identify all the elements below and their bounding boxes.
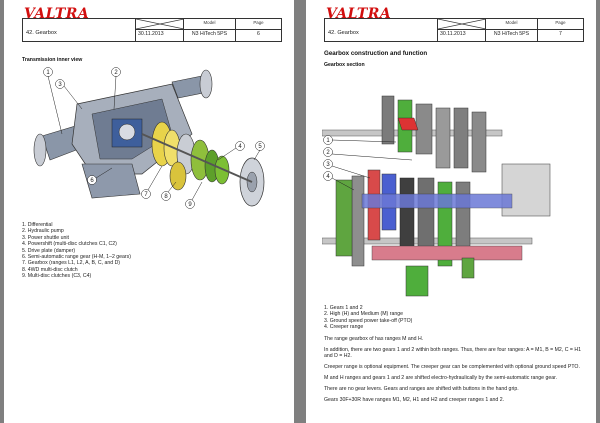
gearbox-legend: 1. Gears 1 and 2 2. High (H) and Medium … [324, 305, 412, 331]
body-paragraph: Creeper range is optional equipment. The… [324, 364, 580, 370]
manual-page-right: VALTRA 42. Gearbox 30.11.2013 Model N3 H… [306, 0, 596, 423]
legend-item: 2. High (H) and Medium (M) range [324, 311, 403, 318]
page-number: 7 [559, 31, 562, 37]
gearbox-section-diagram: 1 2 3 4 [322, 95, 551, 297]
callout-5: 5 [258, 144, 262, 150]
figure-title: Transmission inner view [22, 57, 83, 63]
callout-2: 2 [114, 70, 118, 76]
callout-4: 4 [326, 174, 330, 180]
legend-item: 6. Semi-automatic range gear (H-M, 1–2 g… [22, 254, 131, 261]
crossed-box-icon [438, 19, 486, 29]
legend-item: 8. 4WD multi-disc clutch [22, 266, 78, 273]
revision-box: 30.11.2013 [135, 19, 184, 41]
revision-box: 30.11.2013 [437, 19, 486, 41]
legend-item: 4. Creeper range [324, 324, 364, 331]
section-title: 42. Gearbox [26, 30, 57, 36]
subsection-heading: Gearbox section [324, 62, 365, 68]
page-cell: Page 7 [537, 19, 583, 41]
legend-item: 7. Gearbox (ranges L1, L2, A, B, C, and … [22, 260, 121, 267]
callout-7: 7 [144, 192, 148, 198]
page-caption: Page [555, 20, 566, 25]
section-title: 42. Gearbox [328, 30, 359, 36]
model-cell: Model N3 HiTech 5PS [183, 19, 235, 41]
model-cell: Model N3 HiTech 5PS [485, 19, 537, 41]
model-caption: Model [505, 20, 518, 25]
transmission-illustration: 1 2 3 4 5 6 7 8 9 [33, 67, 265, 209]
callout-4: 4 [238, 144, 242, 150]
body-paragraph: There are no gear levers. Gears and rang… [324, 386, 519, 392]
body-paragraph: In addition, there are two gears 1 and 2… [324, 347, 581, 360]
callout-8: 8 [164, 194, 168, 200]
callout-1: 1 [46, 70, 50, 76]
component-legend: 1. Differential 2. Hydraulic pump 3. Pow… [22, 222, 131, 280]
section-heading: Gearbox construction and function [324, 50, 428, 57]
callout-6: 6 [90, 178, 94, 184]
callout-9: 9 [188, 202, 192, 208]
page-header-table: 42. Gearbox 30.11.2013 Model N3 HiTech 5… [22, 18, 282, 42]
model-value: N3 HiTech 5PS [493, 31, 530, 37]
body-paragraph: M and H ranges and gears 1 and 2 are shi… [324, 375, 557, 381]
page-cell: Page 6 [235, 19, 281, 41]
legend-item: 1. Differential [22, 222, 53, 228]
header-date: 30.11.2013 [138, 31, 164, 37]
legend-item: 2. Hydraulic pump [22, 228, 64, 235]
legend-item: 5. Drive plate (damper) [22, 247, 76, 254]
callout-3: 3 [58, 82, 62, 88]
legend-item: 4. Powershift (multi-disc clutches C1, C… [22, 241, 117, 248]
callout-3: 3 [326, 162, 330, 168]
body-paragraph: The range gearbox of has ranges M and H. [324, 336, 424, 342]
page-number: 6 [257, 31, 260, 37]
page-caption: Page [253, 20, 264, 25]
model-caption: Model [203, 20, 216, 25]
legend-item: 3. Power shuttle unit [22, 234, 70, 241]
manual-page-left: VALTRA 42. Gearbox 30.11.2013 Model N3 H… [4, 0, 294, 423]
body-paragraph: Gears 30F+30R have ranges M1, M2, H1 and… [324, 397, 505, 403]
legend-item: 9. Multi-disc clutches (C3, C4) [22, 273, 92, 280]
callout-1: 1 [326, 138, 330, 144]
legend-item: 1. Gears 1 and 2 [324, 305, 363, 311]
crossed-box-icon [136, 19, 184, 29]
model-value: N3 HiTech 5PS [191, 31, 228, 37]
page-header-table: 42. Gearbox 30.11.2013 Model N3 HiTech 5… [324, 18, 584, 42]
legend-item: 3. Ground speed power take-off (PTO) [324, 317, 413, 324]
header-date: 30.11.2013 [440, 31, 466, 37]
callout-2: 2 [326, 150, 330, 156]
